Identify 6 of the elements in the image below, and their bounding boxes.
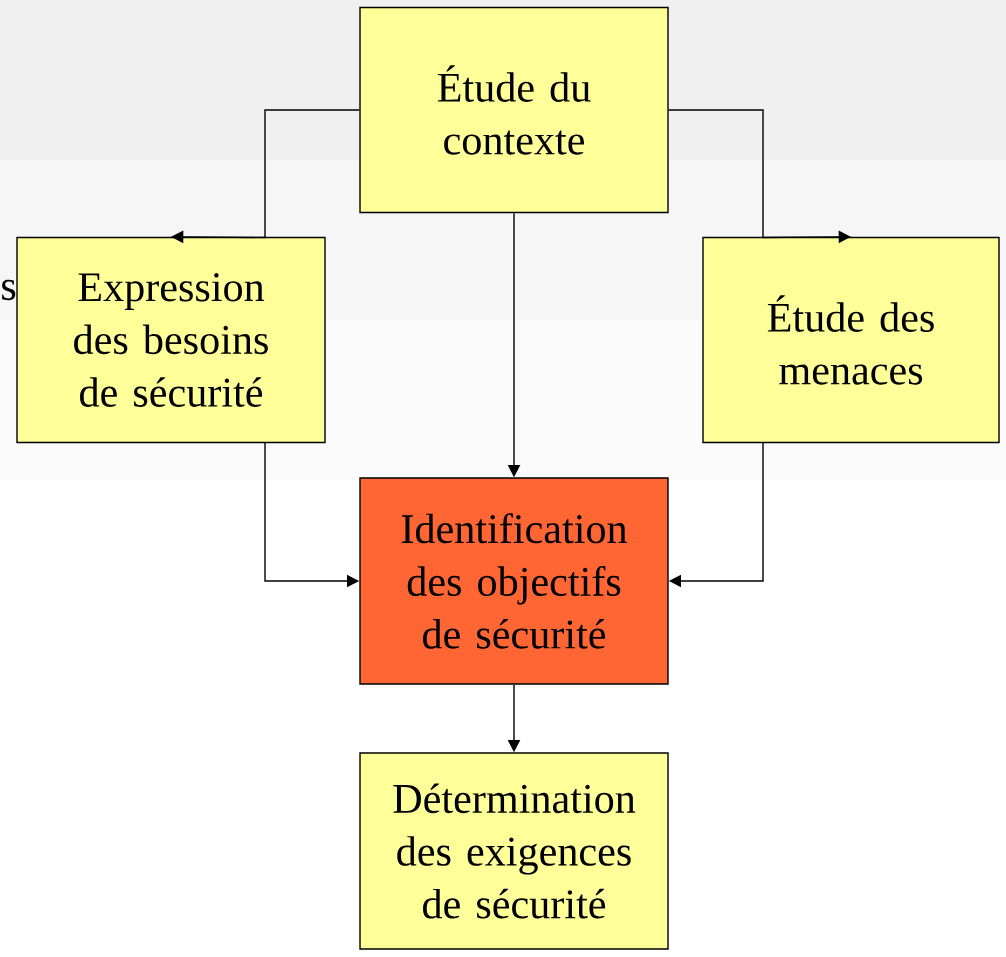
process-box: Détermination des exigences de sécurité — [359, 752, 669, 950]
highlighted-process-box: Identification des objectifs de sécurité — [359, 477, 669, 685]
arrow — [171, 109, 360, 244]
process-box: Étude du contexte — [359, 6, 669, 214]
process-box: Expression des besoins de sécurité — [16, 236, 326, 444]
process-box: Étude des menaces — [702, 236, 1000, 444]
